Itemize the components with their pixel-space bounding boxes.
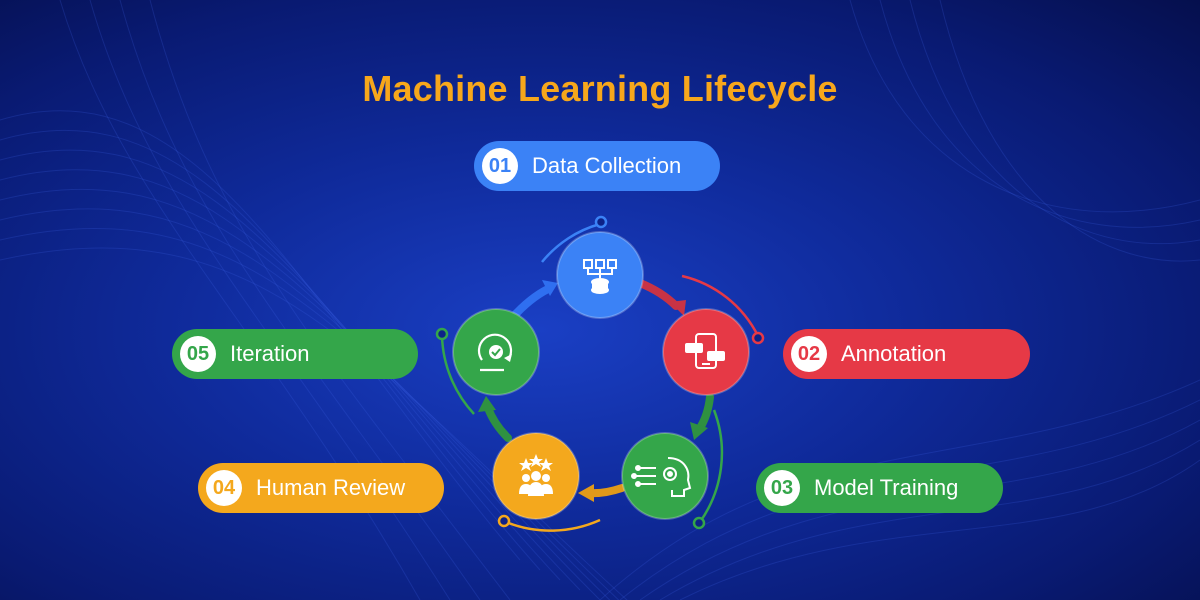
arrow-green-right bbox=[696, 393, 714, 432]
cycle-check-icon bbox=[477, 333, 513, 372]
stage-label: Iteration bbox=[230, 341, 310, 366]
arc-dot bbox=[497, 514, 511, 528]
database-icon bbox=[583, 259, 617, 294]
stage-circle-annotation bbox=[662, 308, 750, 396]
stage-label: Data Collection bbox=[532, 153, 682, 178]
stage-number: 01 bbox=[482, 148, 518, 184]
stage-pill-data-collection: 01 Data Collection bbox=[474, 141, 720, 191]
stage-pill-annotation: 02 Annotation bbox=[783, 329, 1030, 379]
arrowhead-green-left bbox=[478, 396, 496, 412]
stage-label: Annotation bbox=[841, 341, 947, 366]
stage-number: 04 bbox=[206, 470, 242, 506]
arrow-yellow bbox=[586, 484, 626, 498]
arrowhead-red bbox=[670, 300, 686, 316]
arrowhead-green-right bbox=[690, 422, 708, 440]
arc-dot bbox=[692, 516, 706, 530]
stage-pill-model-training: 03 Model Training bbox=[756, 463, 1003, 513]
outer-arc-red bbox=[681, 274, 760, 337]
arrowhead-blue bbox=[542, 280, 558, 296]
team-rating-icon bbox=[519, 454, 553, 496]
stage-number: 05 bbox=[180, 336, 216, 372]
stage-pill-human-review: 04 Human Review bbox=[198, 463, 444, 513]
stage-label: Model Training bbox=[814, 475, 959, 500]
stage-number: 03 bbox=[764, 470, 800, 506]
arc-dot bbox=[435, 327, 449, 341]
stage-label: Human Review bbox=[256, 475, 406, 500]
arrow-green-left bbox=[484, 404, 512, 442]
stage-number: 02 bbox=[791, 336, 827, 372]
arc-dot bbox=[594, 215, 608, 229]
arc-dot bbox=[751, 331, 765, 345]
arrowhead-yellow bbox=[578, 484, 594, 502]
outer-arc-green-left bbox=[440, 335, 475, 415]
outer-arc-yellow bbox=[505, 518, 601, 532]
page-title: Machine Learning Lifecycle bbox=[362, 68, 838, 109]
outer-arc-green-right bbox=[698, 409, 724, 523]
stage-pill-iteration: 05 Iteration bbox=[172, 329, 418, 379]
outer-arc-blue bbox=[541, 222, 601, 263]
ai-brain-gear-icon bbox=[631, 457, 692, 497]
mobile-annotation-icon bbox=[685, 333, 725, 369]
